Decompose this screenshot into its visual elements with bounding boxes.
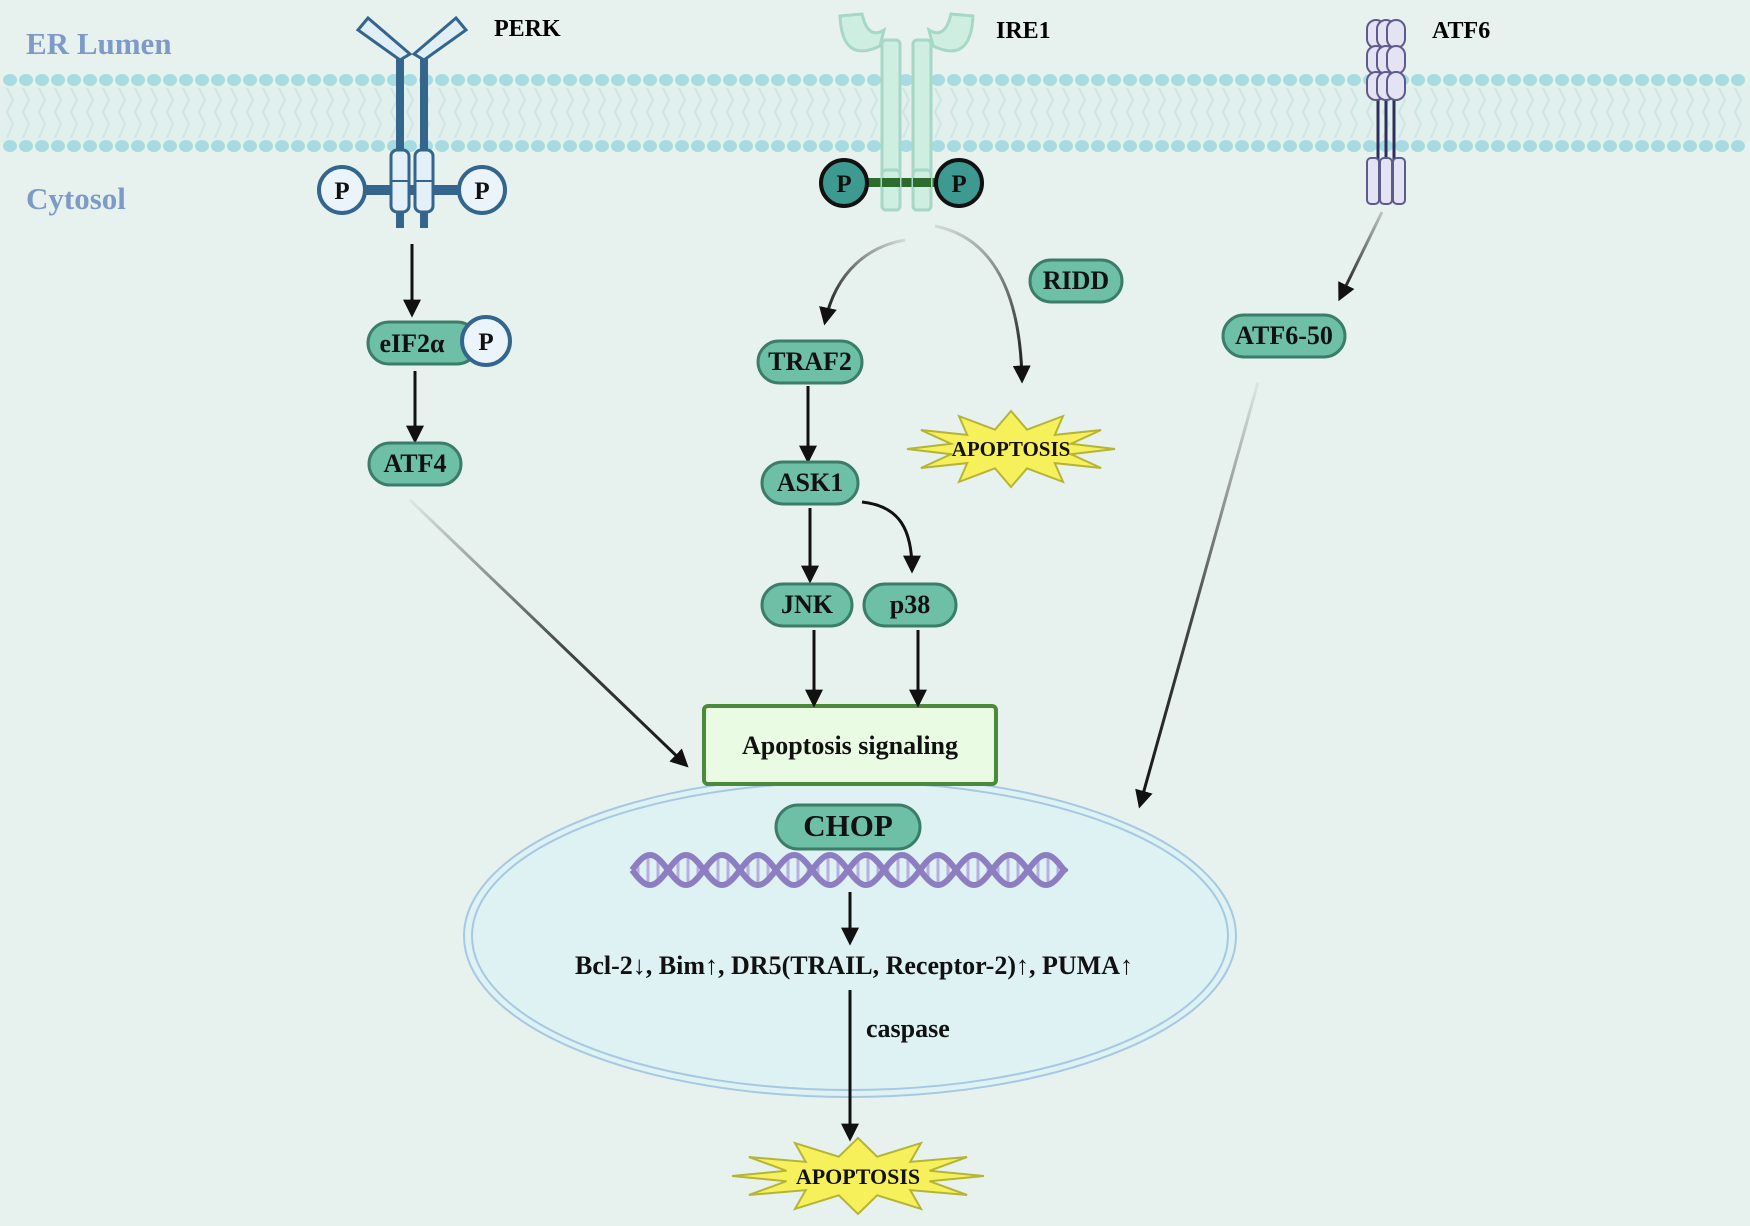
svg-text:P: P — [334, 178, 349, 205]
svg-text:ASK1: ASK1 — [777, 468, 843, 497]
atf6-receptor — [1366, 19, 1406, 205]
node-chop: CHOP — [774, 803, 922, 851]
ire1-phospho-right: P — [934, 158, 984, 208]
perk-stem — [355, 15, 469, 228]
node-atf4: ATF4 — [367, 441, 463, 487]
ire1-receptor: P P — [819, 12, 984, 212]
er-membrane — [0, 74, 1750, 152]
arrow-atf650-to-nucleus — [1135, 381, 1260, 809]
node-ridd: RIDD — [1028, 258, 1124, 304]
arrow-atf6-to-atf650 — [1338, 211, 1384, 302]
eif2a-phospho: P — [460, 315, 512, 367]
node-eif2a: eIF2α P — [366, 315, 512, 367]
apoptosis-signaling-box: Apoptosis signaling — [702, 704, 998, 786]
er-lumen-label: ER Lumen — [26, 26, 172, 61]
node-atf6-50: ATF6-50 — [1221, 313, 1347, 359]
svg-text:RIDD: RIDD — [1043, 266, 1109, 295]
svg-text:P: P — [951, 171, 966, 198]
perk-phospho-right: P — [457, 165, 507, 215]
target-genes-text: Bcl-2↓, Bim↑, DR5(TRAIL, Receptor-2)↑, P… — [575, 951, 1133, 980]
node-ask1: ASK1 — [760, 460, 860, 506]
perk-label: PERK — [494, 16, 561, 42]
arrow-ire1-to-apoptosis — [934, 224, 1031, 384]
svg-text:ATF4: ATF4 — [383, 449, 446, 478]
arrow-ask1-to-p38 — [861, 500, 921, 574]
svg-text:TRAF2: TRAF2 — [768, 347, 852, 376]
node-traf2: TRAF2 — [756, 339, 864, 385]
arrow-atf4-to-signaling — [408, 498, 689, 768]
svg-text:ATF6-50: ATF6-50 — [1235, 321, 1333, 350]
node-p38: p38 — [862, 582, 958, 628]
svg-text:p38: p38 — [890, 590, 930, 619]
svg-text:APOPTOSIS: APOPTOSIS — [796, 1164, 920, 1189]
apoptosis-burst-ire1: APOPTOSIS — [906, 409, 1116, 489]
svg-text:P: P — [836, 171, 851, 198]
apoptosis-burst-final: APOPTOSIS — [731, 1136, 985, 1216]
perk-phospho-left: P — [317, 165, 367, 215]
membrane-heads — [3, 74, 1745, 152]
arrows — [403, 211, 1384, 1142]
arrow-ire1-to-traf2 — [819, 238, 906, 326]
svg-text:APOPTOSIS: APOPTOSIS — [952, 437, 1071, 461]
svg-text:CHOP: CHOP — [803, 808, 893, 843]
dna-helix — [629, 851, 1069, 889]
svg-text:eIF2α: eIF2α — [379, 329, 445, 358]
ire1-label: IRE1 — [996, 18, 1051, 44]
svg-text:Apoptosis signaling: Apoptosis signaling — [742, 731, 958, 760]
ire1-stem — [838, 12, 975, 212]
ire1-phospho-left: P — [819, 158, 869, 208]
svg-text:JNK: JNK — [781, 590, 834, 619]
cytosol-label: Cytosol — [26, 181, 126, 216]
node-jnk: JNK — [760, 582, 854, 628]
svg-text:P: P — [478, 329, 493, 356]
perk-receptor: P P — [317, 15, 507, 228]
svg-text:P: P — [474, 178, 489, 205]
caspase-label: caspase — [866, 1014, 950, 1043]
atf6-label: ATF6 — [1432, 18, 1490, 44]
